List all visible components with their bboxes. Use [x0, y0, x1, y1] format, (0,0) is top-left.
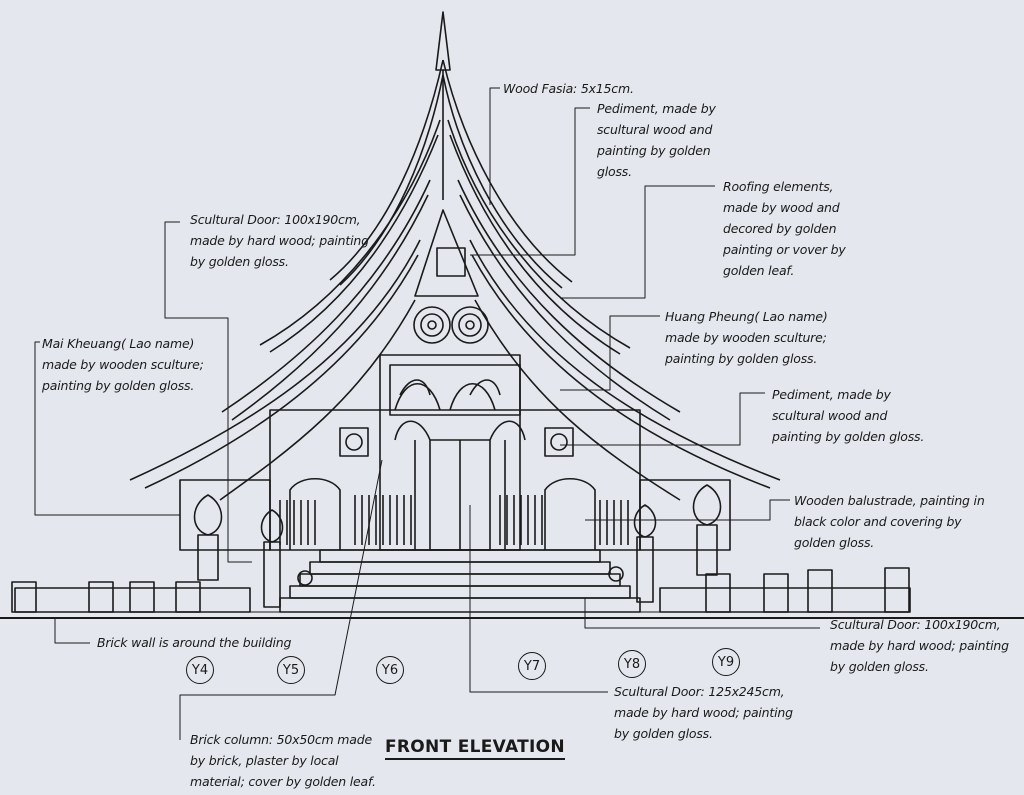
note-line: Pediment, made by	[772, 387, 891, 402]
note-line: material; cover by golden leaf.	[190, 774, 376, 789]
note-wood-fasia: Wood Fasia: 5x15cm.	[503, 78, 634, 99]
note-scultural-door-center: Scultural Door: 125x245cm, made by hard …	[614, 681, 793, 744]
axis-marker-y6: Y6	[376, 656, 404, 684]
note-line: Wood Fasia: 5x15cm.	[503, 81, 634, 96]
note-line: painting by golden gloss.	[772, 429, 925, 444]
note-line: by golden gloss.	[614, 726, 713, 741]
balustrade	[279, 495, 629, 545]
axis-marker-y7: Y7	[518, 652, 546, 680]
axis-marker-y5: Y5	[277, 656, 305, 684]
note-line: Mai Kheuang( Lao name)	[42, 336, 195, 351]
note-brick-wall: Brick wall is around the building	[97, 632, 291, 653]
roof-tier-3	[221, 179, 681, 421]
perimeter-wall	[11, 567, 911, 613]
rosette-left	[413, 306, 451, 344]
note-line: by golden gloss.	[830, 659, 929, 674]
leader-lines	[20, 87, 820, 740]
note-balustrade: Wooden balustrade, painting in black col…	[794, 490, 985, 553]
note-line: by brick, plaster by local	[190, 753, 339, 768]
note-line: golden leaf.	[723, 263, 795, 278]
stairs	[279, 549, 641, 613]
note-mai-kheuang: Mai Kheuang( Lao name) made by wooden sc…	[42, 333, 204, 396]
note-line: decored by golden	[723, 221, 837, 236]
note-line: gloss.	[597, 164, 632, 179]
note-line: Scultural Door: 100x190cm,	[190, 212, 361, 227]
carved-panel	[389, 364, 521, 416]
roof-tier-2	[259, 119, 631, 355]
note-line: by golden gloss.	[190, 254, 289, 269]
note-line: Roofing elements,	[723, 179, 834, 194]
note-line: golden gloss.	[794, 535, 875, 550]
note-line: Brick wall is around the building	[97, 635, 292, 650]
note-line: Wooden balustrade, painting in	[794, 493, 985, 508]
axis-marker-y8: Y8	[618, 650, 646, 678]
drawing-title: FRONT ELEVATION	[385, 736, 565, 760]
note-line: Scultural Door: 100x190cm,	[830, 617, 1001, 632]
note-line: made by hard wood; painting	[614, 705, 793, 720]
note-line: made by hard wood; painting	[190, 233, 369, 248]
note-line: scultural wood and	[772, 408, 888, 423]
note-line: black color and covering by	[794, 514, 962, 529]
note-line: Pediment, made by	[597, 101, 716, 116]
note-roofing: Roofing elements, made by wood and decor…	[723, 176, 846, 281]
note-line: scultural wood and	[597, 122, 713, 137]
note-scultural-door-right: Scultural Door: 100x190cm, made by hard …	[830, 614, 1009, 677]
note-line: made by wooden sculture;	[665, 330, 827, 345]
note-line: made by wood and	[723, 200, 840, 215]
note-line: Huang Pheung( Lao name)	[665, 309, 828, 324]
note-huang-pheung: Huang Pheung( Lao name) made by wooden s…	[665, 306, 828, 369]
axis-marker-y4: Y4	[186, 656, 214, 684]
note-line: Scultural Door: 125x245cm,	[614, 684, 785, 699]
rosette-right	[451, 306, 489, 344]
note-pediment-top: Pediment, made by scultural wood and pai…	[597, 98, 716, 182]
note-line: painting by golden gloss.	[665, 351, 818, 366]
note-pediment-right: Pediment, made by scultural wood and pai…	[772, 384, 924, 447]
note-line: painting by golden	[597, 143, 711, 158]
note-line: painting or vover by	[723, 242, 846, 257]
gable	[414, 209, 479, 297]
finial-urns	[193, 484, 722, 608]
note-line: Brick column: 50x50cm made	[190, 732, 372, 747]
note-scultural-door-top: Scultural Door: 100x190cm, made by hard …	[190, 209, 369, 272]
roof-tier-4	[129, 239, 781, 489]
note-line: painting by golden gloss.	[42, 378, 195, 393]
note-line: made by hard wood; painting	[830, 638, 1009, 653]
axis-marker-y9: Y9	[712, 648, 740, 676]
note-brick-column: Brick column: 50x50cm made by brick, pla…	[190, 729, 376, 792]
note-line: made by wooden sculture;	[42, 357, 204, 372]
